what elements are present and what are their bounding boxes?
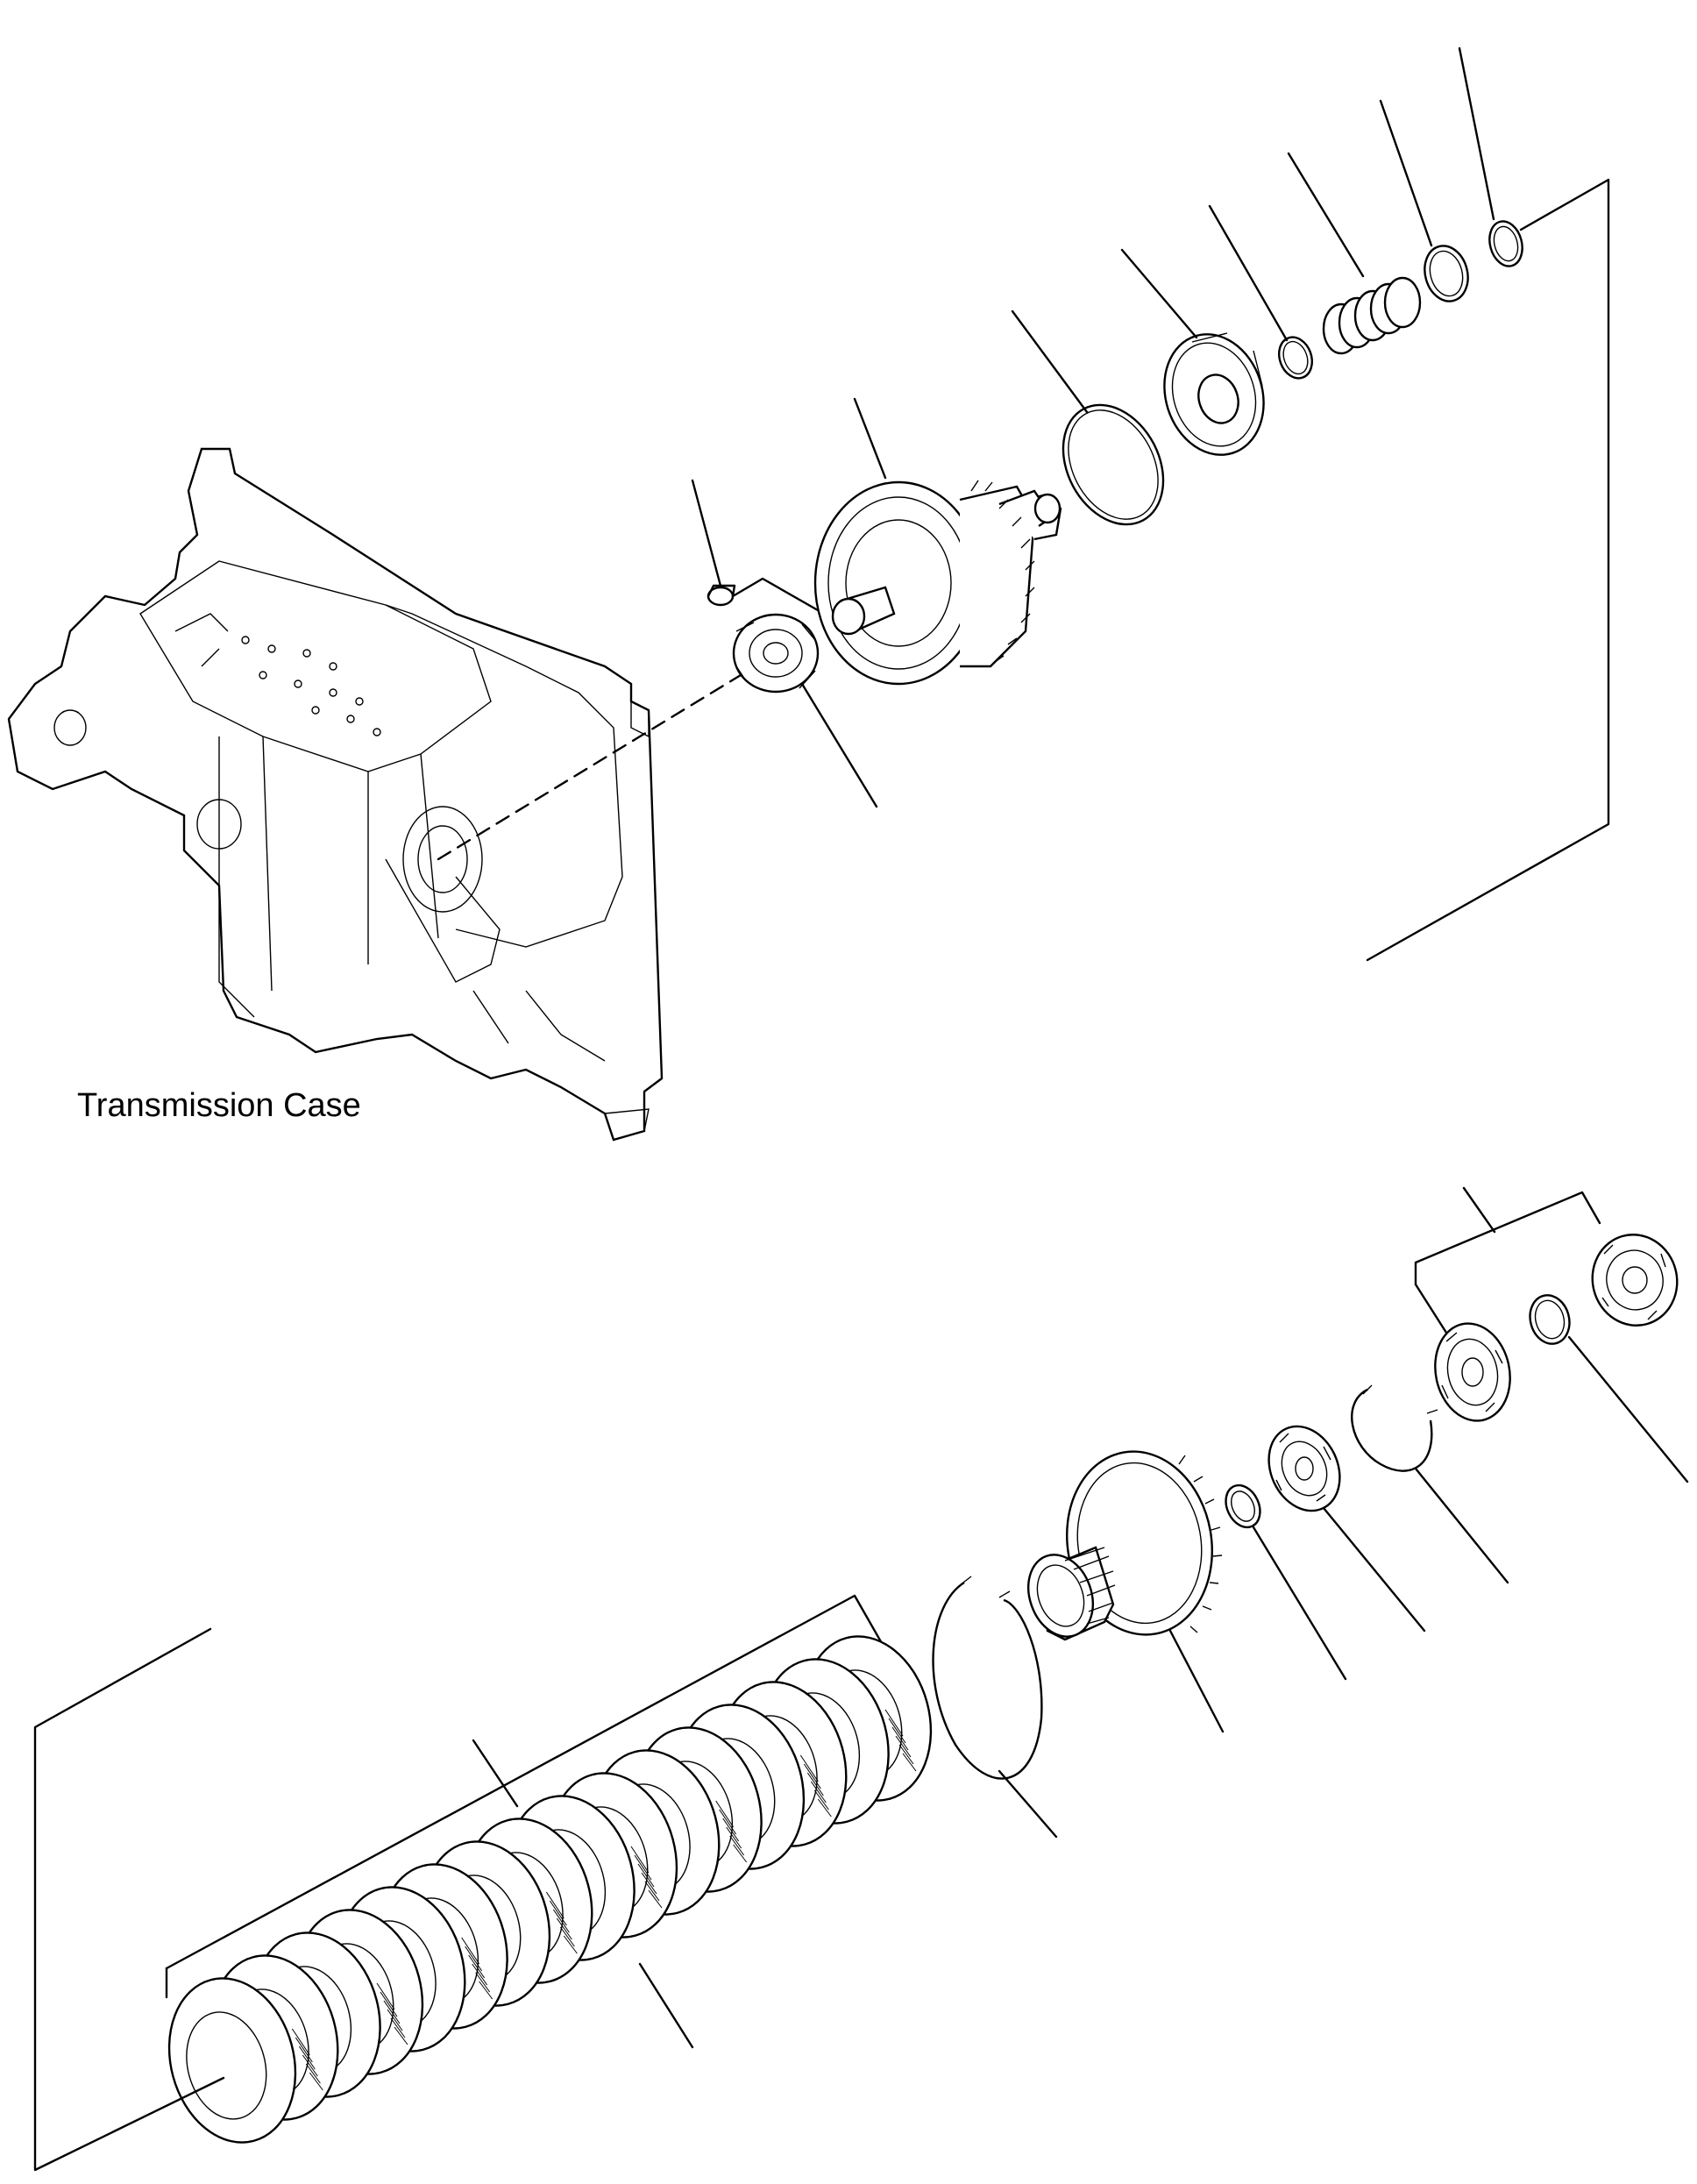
transmission-case-label: Transmission Case [77,1087,361,1124]
leader-snap-ring-lower-right [1414,1467,1509,1584]
leader-washer-lower-small [1252,1526,1347,1681]
leader-pack-bottom [638,1962,694,2049]
spring-retainer [1424,245,1469,302]
assembly-axis-dashed [437,673,742,861]
washer-lower-small [1225,1483,1261,1529]
clutch-disc [167,1977,297,2144]
leader-thrust-washer [1567,1335,1689,1483]
leader-retainer [1379,99,1433,247]
bearing-lower-left [1434,1322,1511,1422]
snap-ring-lower-right [1351,1384,1438,1472]
leader-o-ring-small [1208,204,1289,342]
leader-pack-top [472,1739,519,1808]
clutch-drum [813,480,1062,686]
thrust-washer-lower [1529,1294,1571,1345]
lower-assembly [33,1186,1689,2172]
clutch-hub [1027,1450,1223,1641]
piston [1163,332,1265,456]
bearing-lower-right [1591,1234,1679,1327]
clutch-disc-stack [167,1635,933,2144]
transmission-case [7,447,664,1142]
leader-bearing-lower-middle [1322,1506,1426,1633]
o-ring-small [1277,336,1314,380]
bracket-lower-left [33,1627,225,2172]
upper-assembly [691,46,1610,962]
leader-plug-link [731,577,826,615]
leader-spring [1287,152,1365,278]
snap-ring-large [932,1576,1043,1780]
leader-snap-ring-large [998,1769,1058,1839]
bracket-upper-to-lower [1366,178,1610,962]
o-ring-large [1062,403,1165,526]
leader-bearing-pair [1462,1186,1496,1234]
plug [706,584,736,607]
snap-ring-upper [1488,220,1523,267]
bearing-upper [732,613,820,694]
leader-drum [853,397,887,480]
case-bolt-holes [241,636,381,736]
leader-clutch-hub [1168,1629,1225,1733]
leader-o-ring-large [1011,309,1089,414]
leader-piston [1120,248,1198,339]
bracket-bearing-left-leg [1414,1283,1448,1334]
leader-plug [691,479,722,587]
bracket-bearing-pair [1414,1191,1601,1286]
bearing-lower-middle [1267,1425,1341,1512]
leader-snap-ring-upper [1458,46,1495,221]
leader-bearing-upper [800,682,878,808]
return-spring [1322,276,1422,355]
